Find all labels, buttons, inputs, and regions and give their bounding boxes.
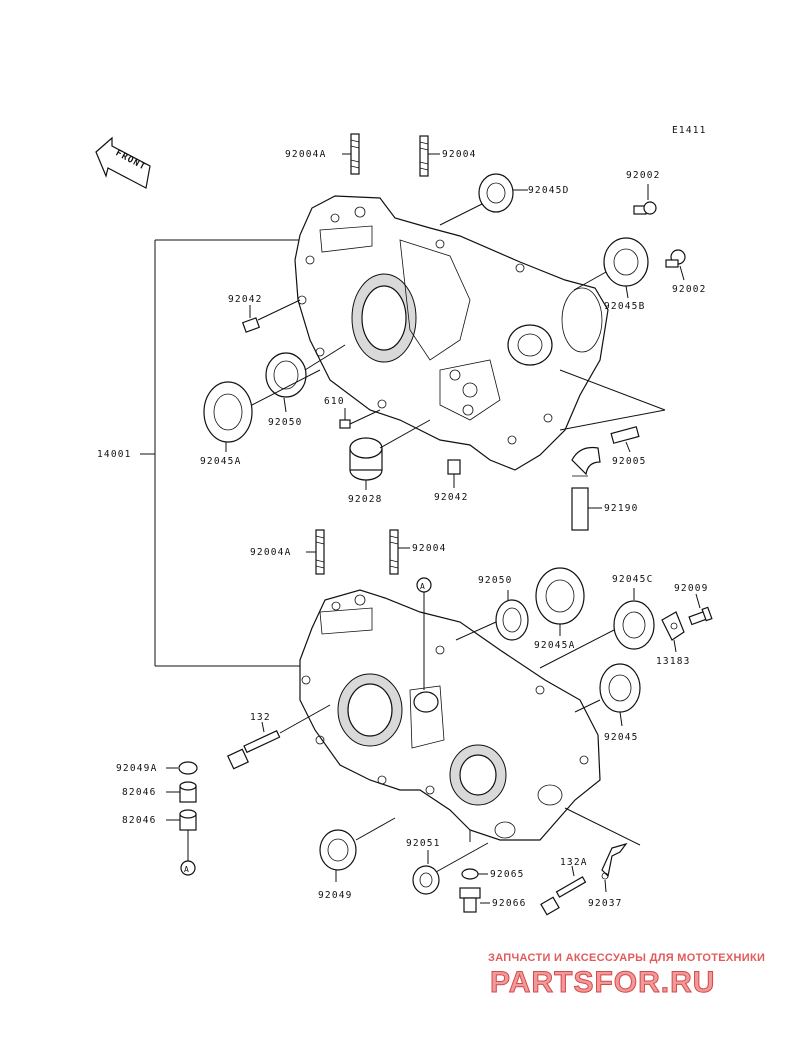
bearing-92045A-a [203, 381, 253, 443]
label-82046-a: 82046 [122, 787, 157, 798]
seal-92051 [412, 865, 440, 895]
washer-92049A [178, 761, 198, 775]
label-92045A-b: 92045A [534, 640, 576, 651]
label-132A: 132A [560, 857, 588, 868]
seal-92050-a [265, 352, 307, 398]
screw-92009 [688, 606, 713, 626]
fitting-92005 [610, 426, 640, 444]
label-92190: 92190 [604, 503, 639, 514]
reference-a-top-label: A [420, 582, 426, 591]
label-92042-a: 92042 [228, 294, 263, 305]
screw-92002-b [665, 249, 686, 268]
label-92050-a: 92050 [268, 417, 303, 428]
figure-id: E1411 [672, 125, 707, 136]
front-arrow-icon: FRONT [95, 136, 151, 189]
watermark-brand-logo: PARTSFOR.RU [489, 966, 716, 1000]
reference-a-bottom-label: A [184, 865, 190, 874]
plate-13183 [661, 611, 685, 641]
label-92004-lower: 92004 [412, 543, 447, 554]
label-92065: 92065 [490, 869, 525, 880]
label-92004A-lower: 92004A [250, 547, 292, 558]
dowel-92042-b [447, 459, 461, 475]
clamp-92037 [601, 842, 628, 880]
label-92042-b: 92042 [434, 492, 469, 503]
reference-a-bottom [180, 860, 196, 876]
hose-92190 [571, 446, 601, 531]
label-92037: 92037 [588, 898, 623, 909]
stud-92004-upper [419, 135, 429, 177]
washer-92065 [461, 868, 479, 880]
label-92009: 92009 [674, 583, 709, 594]
stud-92004A-upper [350, 133, 360, 175]
label-13183: 13183 [656, 656, 691, 667]
label-82046-b: 82046 [122, 815, 157, 826]
label-92005: 92005 [612, 456, 647, 467]
label-132: 132 [250, 712, 271, 723]
label-92028: 92028 [348, 494, 383, 505]
label-92050-b: 92050 [478, 575, 513, 586]
label-92045A-a: 92045A [200, 456, 242, 467]
bearing-92045 [599, 663, 641, 713]
label-92049A: 92049A [116, 763, 158, 774]
label-92004-upper: 92004 [442, 149, 477, 160]
label-92049: 92049 [318, 890, 353, 901]
label-92004A-upper: 92004A [285, 149, 327, 160]
seal-92050-b [495, 599, 529, 641]
lower-crankcase-half [299, 589, 601, 841]
bushing-92028 [349, 437, 383, 481]
label-92066: 92066 [492, 898, 527, 909]
upper-crankcase-half [294, 195, 609, 471]
stud-92004-lower [389, 529, 399, 575]
label-92002-b: 92002 [672, 284, 707, 295]
bolt-132A [540, 876, 587, 916]
label-92045: 92045 [604, 732, 639, 743]
label-610: 610 [324, 396, 345, 407]
bearing-82046-b [179, 809, 197, 831]
assembly-label: 14001 [97, 449, 132, 460]
bearing-82046-a [179, 781, 197, 803]
bearing-92045B [603, 237, 649, 287]
label-92045B: 92045B [604, 301, 646, 312]
label-92045D: 92045D [528, 185, 570, 196]
label-92045C: 92045C [612, 574, 654, 585]
stud-92004A-lower [315, 529, 325, 575]
bearing-92045D [478, 173, 514, 213]
screw-92002-a [633, 201, 657, 215]
pin-610 [339, 419, 351, 429]
dowel-92042-a [241, 317, 261, 333]
bearing-92045C [613, 600, 655, 650]
bolt-132 [226, 729, 281, 770]
watermark-subtitle: ЗАПЧАСТИ И АКСЕССУАРЫ ДЛЯ МОТОТЕХНИКИ [488, 952, 766, 964]
plug-92066 [459, 887, 481, 913]
assembly-bracket [140, 239, 300, 667]
label-92002-a: 92002 [626, 170, 661, 181]
seal-92049 [319, 829, 357, 871]
label-92051: 92051 [406, 838, 441, 849]
bearing-92045A-b [535, 567, 585, 625]
